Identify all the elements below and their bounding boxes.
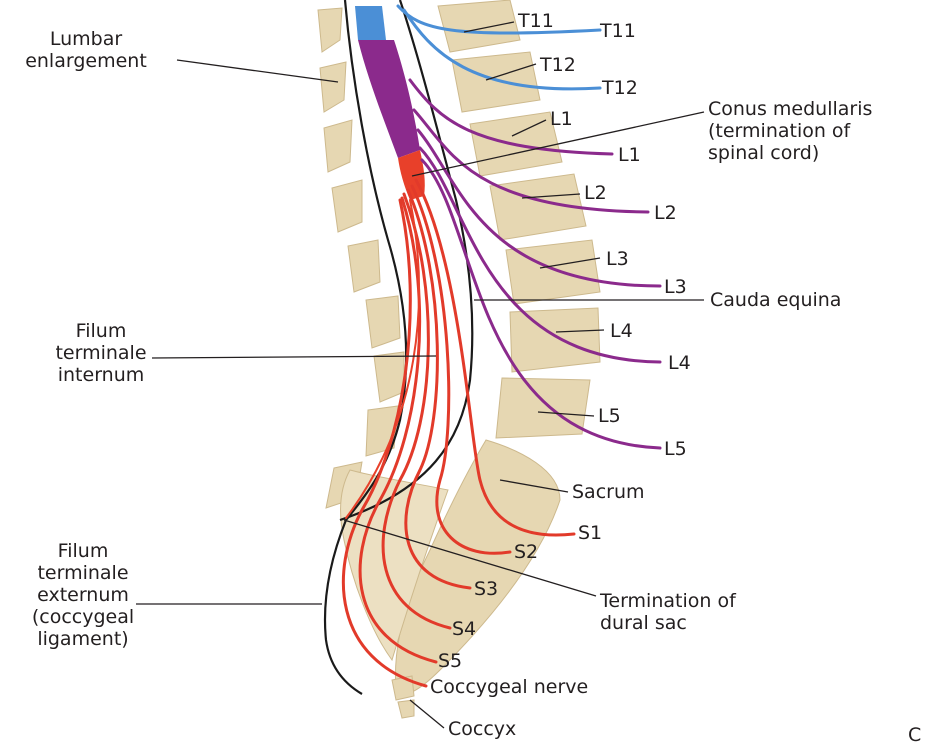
- label-line: Termination of: [600, 590, 736, 612]
- label-s5: S5: [438, 650, 462, 672]
- spinous-process: [348, 240, 380, 292]
- label-line: Filum: [46, 320, 156, 342]
- label-coccygeal-nerve: Coccygeal nerve: [430, 676, 588, 698]
- label-l5-nerve: L5: [664, 438, 687, 460]
- label-s4: S4: [452, 618, 476, 640]
- label-line: (termination of: [708, 120, 872, 142]
- label-s3: S3: [474, 578, 498, 600]
- vertebral-body-l4: [510, 308, 600, 372]
- label-l3-vertebra: L3: [606, 248, 629, 270]
- label-line: terminale: [8, 562, 158, 584]
- label-t11-nerve: T11: [600, 20, 636, 42]
- label-termination-dural-sac: Termination of dural sac: [600, 590, 736, 634]
- label-l1-nerve: L1: [618, 144, 641, 166]
- label-line: Lumbar: [16, 28, 156, 50]
- label-line: internum: [46, 364, 156, 386]
- label-l4-vertebra: L4: [610, 320, 633, 342]
- plate-letter: C: [908, 724, 921, 746]
- label-line: (coccygeal: [8, 606, 158, 628]
- label-l2-vertebra: L2: [584, 182, 607, 204]
- label-line: Filum: [8, 540, 158, 562]
- spinous-process: [366, 296, 400, 348]
- label-s1: S1: [578, 522, 602, 544]
- label-s2: S2: [514, 541, 538, 563]
- label-l4-nerve: L4: [668, 352, 691, 374]
- label-filum-internum: Filum terminale internum: [46, 320, 156, 386]
- cord-thoracic-segment: [355, 6, 386, 40]
- label-conus-medullaris: Conus medullaris (termination of spinal …: [708, 98, 872, 164]
- vertebral-body-l3: [506, 240, 600, 304]
- label-line: Conus medullaris: [708, 98, 872, 120]
- label-cauda-equina: Cauda equina: [710, 289, 841, 311]
- spinous-process: [332, 180, 362, 232]
- label-line: externum: [8, 584, 158, 606]
- label-coccyx: Coccyx: [448, 718, 516, 740]
- label-l5-vertebra: L5: [598, 405, 621, 427]
- label-line: ligament): [8, 628, 158, 650]
- label-lumbar-enlargement: Lumbar enlargement: [16, 28, 156, 72]
- label-line: terminale: [46, 342, 156, 364]
- label-l1-vertebra: L1: [550, 108, 573, 130]
- vertebral-body-l5: [496, 378, 590, 438]
- label-sacrum: Sacrum: [572, 481, 645, 503]
- label-line: spinal cord): [708, 142, 872, 164]
- label-t12-vertebra: T12: [540, 54, 576, 76]
- label-l3-nerve: L3: [664, 276, 687, 298]
- label-filum-externum: Filum terminale externum (coccygeal liga…: [8, 540, 158, 650]
- label-l2-nerve: L2: [654, 202, 677, 224]
- label-line: dural sac: [600, 612, 736, 634]
- label-t11-vertebra: T11: [518, 10, 554, 32]
- label-t12-nerve: T12: [602, 77, 638, 99]
- label-line: enlargement: [16, 50, 156, 72]
